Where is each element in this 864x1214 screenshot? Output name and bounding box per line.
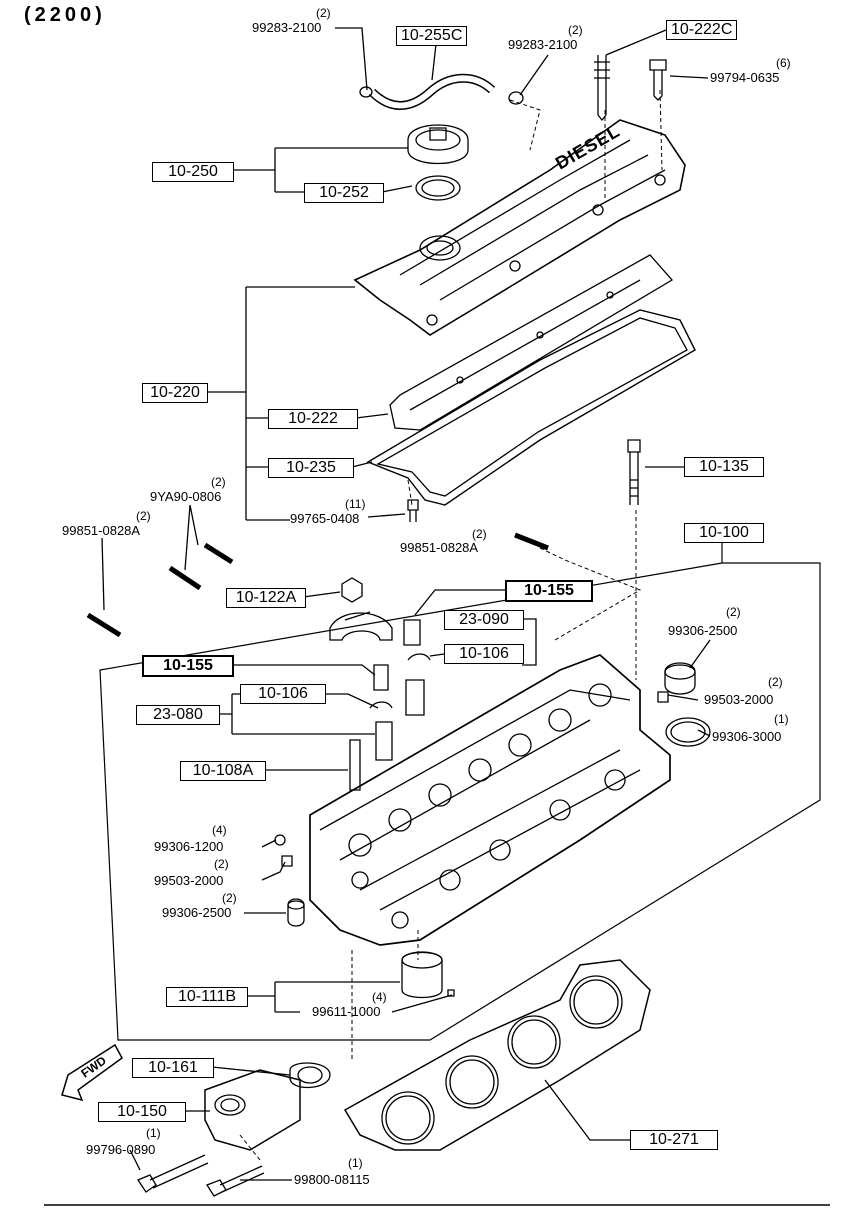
qty-99306-1200: (4) xyxy=(212,823,227,837)
qty-99283-2100-right: (2) xyxy=(568,23,583,37)
qty-99765-0408: (11) xyxy=(345,497,366,511)
part-99503-2000-right[interactable]: 99503-2000 xyxy=(704,692,774,707)
part-99503-2000-left[interactable]: 99503-2000 xyxy=(154,873,224,888)
ref-10-161[interactable]: 10-161 xyxy=(132,1058,214,1078)
ref-10-252[interactable]: 10-252 xyxy=(304,183,384,203)
part-99611-1000[interactable]: 99611-1000 xyxy=(312,1004,381,1019)
qty-99851-0828A-left: (2) xyxy=(136,509,151,523)
ref-23-080[interactable]: 23-080 xyxy=(136,705,220,725)
part-99306-2500-left[interactable]: 99306-2500 xyxy=(162,905,232,920)
ref-10-222C[interactable]: 10-222C xyxy=(666,20,738,40)
ref-10-220[interactable]: 10-220 xyxy=(142,383,208,403)
part-99306-1200[interactable]: 99306-1200 xyxy=(154,839,224,854)
qty-99851-0828A-right: (2) xyxy=(472,527,487,541)
part-99765-0408[interactable]: 99765-0408 xyxy=(290,511,360,526)
ref-10-122A[interactable]: 10-122A xyxy=(226,588,306,608)
ref-23-090[interactable]: 23-090 xyxy=(444,610,524,630)
part-99794-0635[interactable]: 99794-0635 xyxy=(710,70,780,85)
qty-99283-2100-left: (2) xyxy=(316,6,331,20)
part-99796-0890[interactable]: 99796-0890 xyxy=(86,1142,156,1157)
ref-10-155-left[interactable]: 10-155 xyxy=(142,655,234,677)
qty-99794-0635: (6) xyxy=(776,56,791,70)
part-99283-2100-left[interactable]: 99283-2100 xyxy=(252,20,322,35)
ref-10-255C[interactable]: 10-255C xyxy=(396,26,468,46)
part-99851-0828A-left[interactable]: 99851-0828A xyxy=(62,523,141,538)
qty-99503-2000-left: (2) xyxy=(214,857,229,871)
qty-99306-3000: (1) xyxy=(774,712,789,726)
qty-99800-08115: (1) xyxy=(348,1156,363,1170)
ref-10-235[interactable]: 10-235 xyxy=(268,458,354,478)
qty-99306-2500-left: (2) xyxy=(222,891,237,905)
ref-10-135[interactable]: 10-135 xyxy=(684,457,764,477)
qty-99306-2500-right: (2) xyxy=(726,605,741,619)
ref-10-100[interactable]: 10-100 xyxy=(684,523,764,543)
diagram-header: (2200) xyxy=(24,4,106,26)
part-99306-3000[interactable]: 99306-3000 xyxy=(712,729,782,744)
ref-10-271[interactable]: 10-271 xyxy=(630,1130,718,1150)
ref-10-108A[interactable]: 10-108A xyxy=(180,761,266,781)
part-99800-08115[interactable]: 99800-08115 xyxy=(294,1172,370,1187)
part-99283-2100-right[interactable]: 99283-2100 xyxy=(508,37,578,52)
ref-10-250[interactable]: 10-250 xyxy=(152,162,234,182)
qty-99796-0890: (1) xyxy=(146,1126,161,1140)
part-99851-0828A-right[interactable]: 99851-0828A xyxy=(400,540,479,555)
part-99306-2500-right[interactable]: 99306-2500 xyxy=(668,623,738,638)
qty-9YA90-0806: (2) xyxy=(211,475,226,489)
ref-10-106-right[interactable]: 10-106 xyxy=(444,644,524,664)
ref-10-150[interactable]: 10-150 xyxy=(98,1102,186,1122)
ref-10-222[interactable]: 10-222 xyxy=(268,409,358,429)
qty-99611-1000: (4) xyxy=(372,990,387,1004)
ref-10-155-top[interactable]: 10-155 xyxy=(505,580,593,602)
diesel-lettering: DIESEL xyxy=(552,121,624,174)
part-9YA90-0806[interactable]: 9YA90-0806 xyxy=(150,489,222,504)
ref-10-111B[interactable]: 10-111B xyxy=(166,987,248,1007)
qty-99503-2000-right: (2) xyxy=(768,675,783,689)
ref-10-106-left[interactable]: 10-106 xyxy=(240,684,326,704)
